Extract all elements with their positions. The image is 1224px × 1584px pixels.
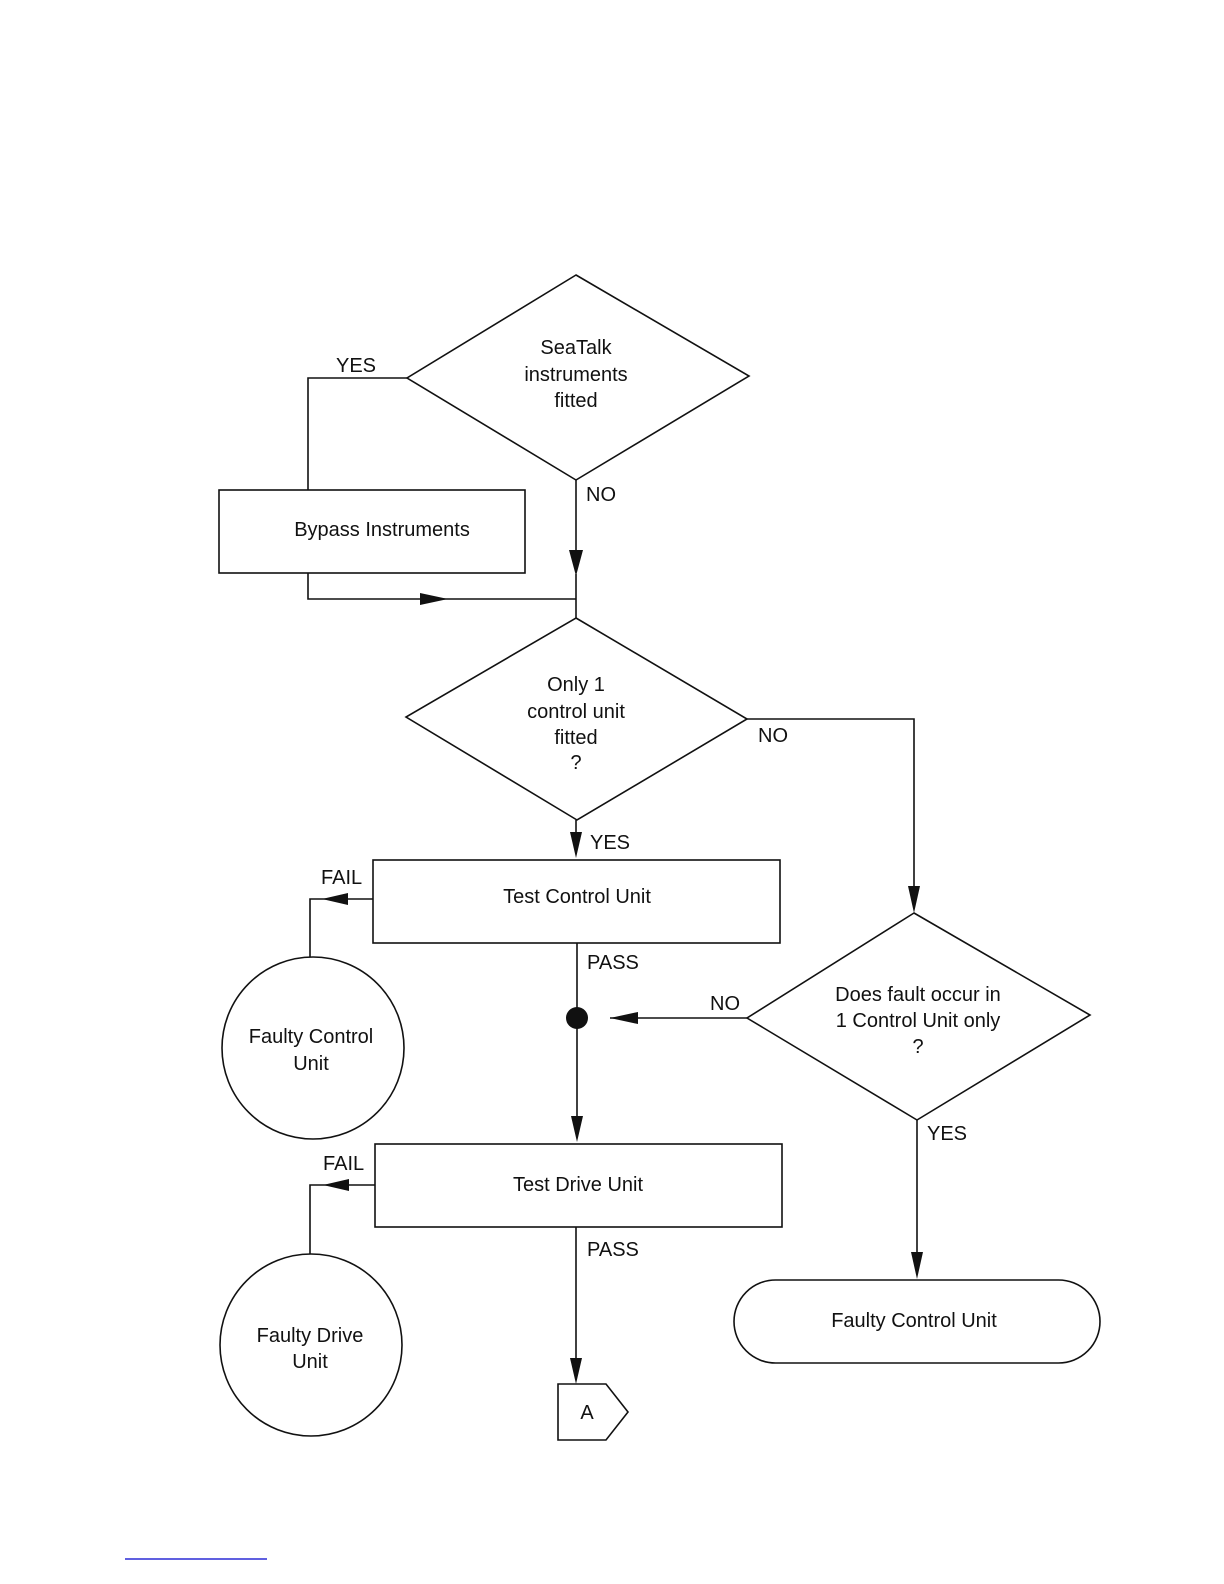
decision-text: control unit (527, 701, 625, 723)
edge-label-fail: FAIL (323, 1153, 364, 1175)
arrowhead-down (570, 832, 582, 858)
bypass-return-line (308, 573, 576, 599)
arrowhead-left (610, 1012, 638, 1024)
outcome-text: Unit (293, 1053, 329, 1075)
process-test-drive-unit: Test Drive Unit (375, 1144, 782, 1227)
arrowhead-right (420, 593, 448, 605)
edge-label-yes: YES (927, 1123, 967, 1145)
junction-dot (566, 1007, 588, 1029)
outcome-text: Unit (292, 1351, 328, 1373)
decision-text: SeaTalk (540, 337, 612, 359)
off-page-connector: A (558, 1384, 628, 1440)
edge-label-fail: FAIL (321, 867, 362, 889)
decision-text: ? (570, 752, 581, 774)
outcome-text: Faulty Drive (257, 1325, 364, 1347)
outcome-faulty-drive-unit-circle: Faulty Drive Unit (220, 1254, 402, 1436)
arrowhead-down (569, 550, 583, 576)
decision-text: instruments (524, 364, 627, 386)
control-fail-line (310, 899, 373, 958)
decision-text: 1 Control Unit only (836, 1010, 1001, 1032)
arrowhead-down (571, 1116, 583, 1142)
arrowhead-down (570, 1358, 582, 1384)
edge-label-no: NO (710, 993, 740, 1015)
decision-text: Only 1 (547, 674, 605, 696)
edge-label-yes: YES (336, 355, 376, 377)
decision-text: fitted (554, 390, 597, 412)
connector-label: A (580, 1402, 594, 1424)
arrowhead-left (323, 1179, 349, 1191)
outcome-text: Faulty Control (249, 1026, 374, 1048)
process-text: Bypass Instruments (294, 519, 470, 541)
outcome-faulty-control-unit-terminal: Faulty Control Unit (734, 1280, 1100, 1363)
decision-fault-in-one-control-unit: Does fault occur in 1 Control Unit only … (747, 913, 1090, 1120)
arrowhead-down (911, 1252, 923, 1279)
seatalk-yes-line (308, 378, 407, 490)
process-test-control-unit: Test Control Unit (373, 860, 780, 943)
process-bypass-instruments: Bypass Instruments (219, 490, 525, 573)
decision-seatalk-instruments: SeaTalk instruments fitted (407, 275, 749, 480)
process-text: Test Control Unit (503, 886, 651, 908)
decision-only-one-control-unit: Only 1 control unit fitted ? (406, 618, 747, 820)
decision-text: Does fault occur in (835, 984, 1001, 1006)
drive-fail-line (310, 1185, 375, 1255)
edge-label-no: NO (586, 484, 616, 506)
arrowhead-left (322, 893, 348, 905)
edge-label-no: NO (758, 725, 788, 747)
process-text: Test Drive Unit (513, 1174, 643, 1196)
arrowhead-down (908, 886, 920, 913)
outcome-faulty-control-unit-circle: Faulty Control Unit (222, 957, 404, 1139)
decision-text: ? (912, 1036, 923, 1058)
edge-label-yes: YES (590, 832, 630, 854)
edge-label-pass: PASS (587, 1239, 639, 1261)
outcome-text: Faulty Control Unit (831, 1310, 997, 1332)
decision-text: fitted (554, 727, 597, 749)
edge-label-pass: PASS (587, 952, 639, 974)
